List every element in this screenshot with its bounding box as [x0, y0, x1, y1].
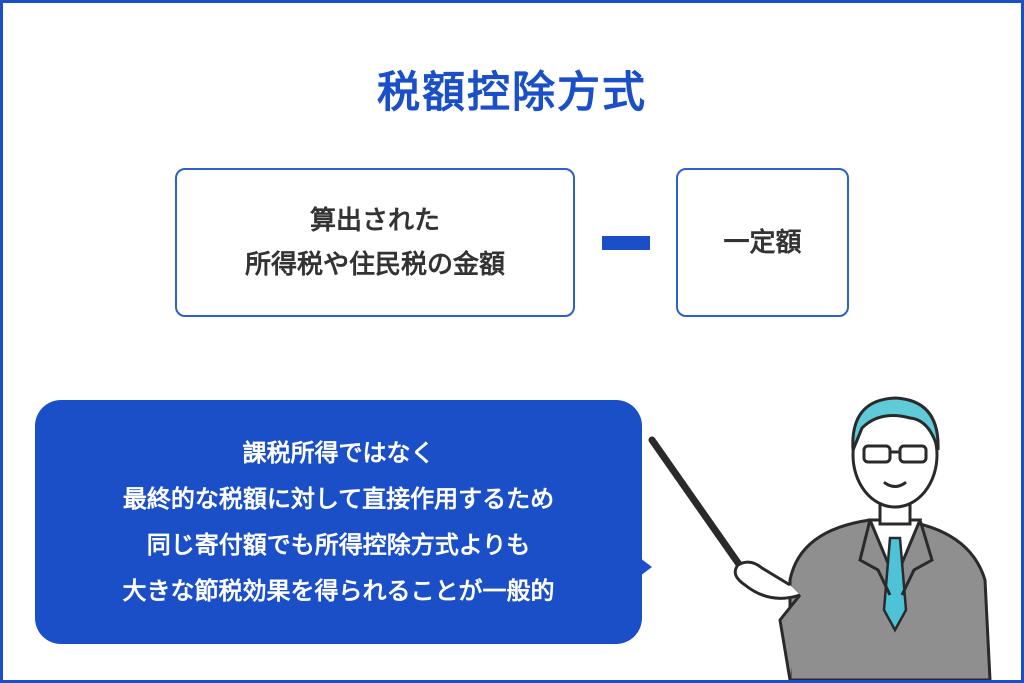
right-lapel	[900, 519, 934, 596]
fixed-amount-box: 一定額	[676, 168, 849, 317]
page-title: 税額控除方式	[377, 68, 647, 118]
minus-icon	[602, 236, 650, 250]
smile	[883, 481, 907, 488]
left-lapel	[858, 519, 892, 596]
glasses-right	[898, 444, 928, 464]
hand	[733, 560, 801, 600]
bubble-line-2: 最終的な税額に対して直接作用するため	[122, 485, 555, 513]
glasses-left	[862, 444, 892, 464]
speech-bubble-tail	[636, 555, 652, 579]
speech-bubble: 課税所得ではなく 最終的な税額に対して直接作用するため 同じ寄付額でも所得控除方…	[35, 400, 642, 644]
teacher-with-pointer-icon	[648, 396, 992, 680]
calculated-tax-line-1: 算出された	[309, 205, 440, 236]
tie	[882, 536, 908, 633]
bubble-line-1: 課税所得ではなく	[242, 439, 435, 467]
bubble-line-4: 大きな節税効果を得られることが一般的	[122, 577, 555, 605]
fixed-amount-label: 一定額	[723, 227, 802, 258]
hair	[851, 396, 940, 451]
calculated-tax-line-2: 所得税や住民税の金額	[244, 249, 505, 280]
bubble-line-3: 同じ寄付額でも所得控除方式よりも	[146, 531, 531, 559]
calculated-tax-box: 算出された 所得税や住民税の金額	[175, 168, 575, 317]
arm	[778, 594, 802, 680]
pointer-stick	[648, 436, 754, 584]
